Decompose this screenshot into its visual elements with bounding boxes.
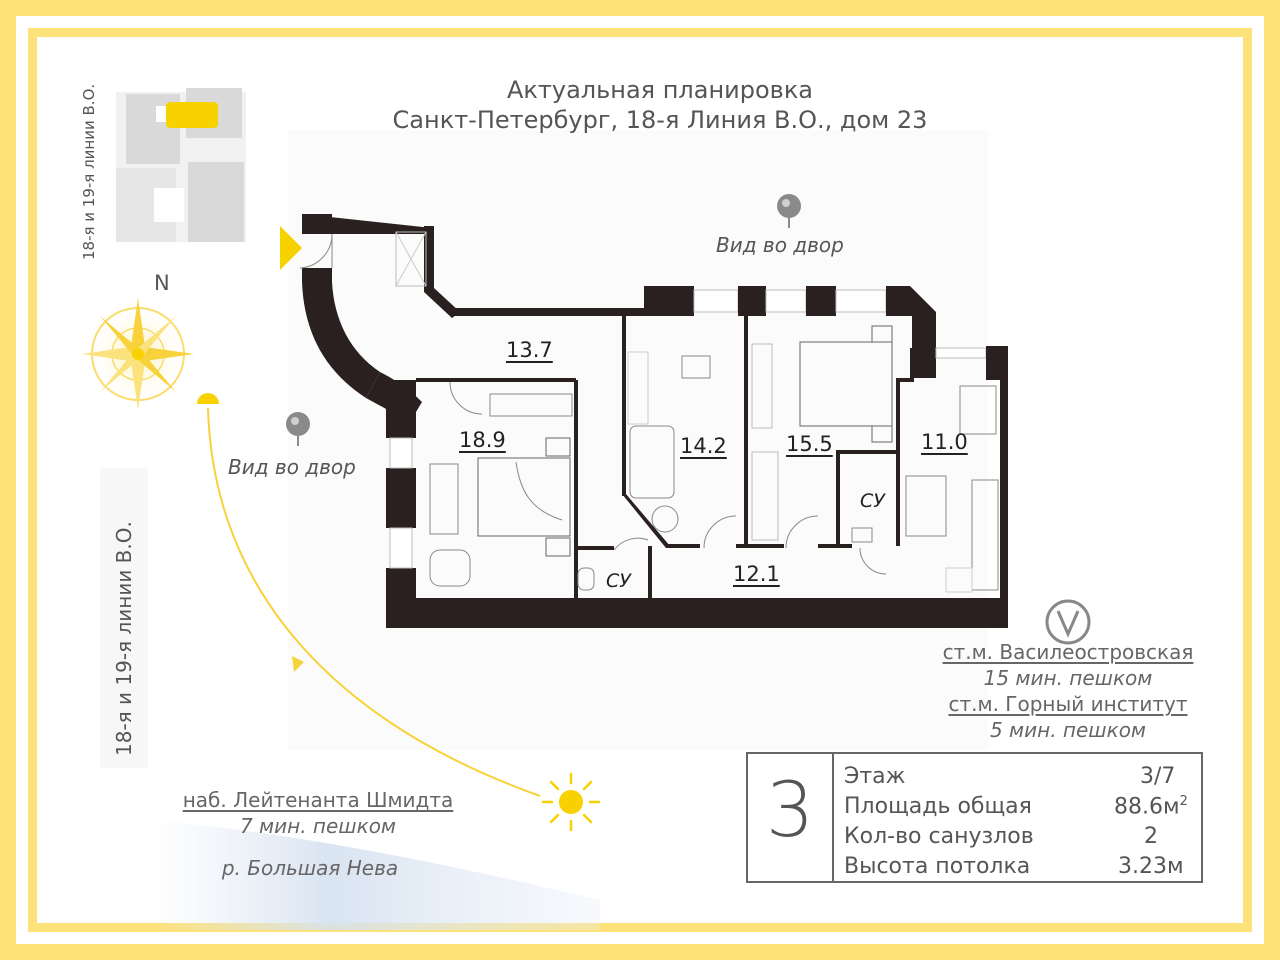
sunrise-icon	[197, 393, 219, 404]
room-area-middle: 14.2	[680, 434, 727, 458]
embankment-name: наб. Лейтенанта Шмидта	[182, 788, 454, 812]
page-subtitle-address: Санкт-Петербург, 18-я Линия В.О., дом 23	[392, 106, 928, 134]
sun-icon	[541, 772, 601, 832]
room-area-hall: 13.7	[506, 338, 553, 362]
info-value-bathrooms: 2	[1144, 824, 1158, 849]
room-area-bedroom-right: 15.5	[786, 432, 833, 456]
info-label-bathrooms: Кол-во санузлов	[844, 824, 1034, 849]
metro-icon	[1045, 599, 1091, 645]
room-area-bedroom-left: 18.9	[459, 428, 506, 452]
info-value-ceiling: 3.23м	[1118, 854, 1184, 879]
page-title: Актуальная планировка	[506, 76, 814, 104]
river-shape	[150, 820, 600, 930]
frame-border	[28, 28, 1252, 932]
info-label-floor: Этаж	[844, 764, 906, 789]
building-minimap	[116, 88, 246, 242]
metro-station-2: ст.м. Горный институт	[948, 692, 1188, 716]
apartment-highlight	[166, 102, 218, 128]
sun-path	[207, 407, 541, 797]
sun-path-arrow	[292, 656, 304, 672]
compass-rose	[82, 298, 194, 410]
bathroom-label-right: СУ	[860, 490, 885, 512]
embankment-time: 7 мин. пешком	[239, 814, 397, 838]
floor-number-large: 3	[765, 765, 815, 854]
street-label-large: 18-я и 19-я линии В.О.	[112, 521, 136, 756]
apartment-info-box: 3 Этаж 3/7 Площадь общая 88.6м2 Кол-во с…	[746, 752, 1203, 883]
info-value-floor: 3/7	[1140, 764, 1176, 789]
street-label-small: 18-я и 19-я линии В.О.	[80, 83, 98, 260]
map-pin-icon	[286, 412, 310, 446]
map-pin-icon	[777, 194, 801, 228]
metro-time-2: 5 мин. пешком	[989, 718, 1147, 742]
apartment-plan	[299, 214, 1008, 628]
info-label-ceiling: Высота потолка	[844, 854, 1031, 879]
info-divider	[832, 754, 834, 881]
room-area-corridor: 12.1	[733, 562, 780, 586]
view-label-left: Вид во двор	[228, 455, 356, 479]
compass-north-label: N	[154, 271, 170, 295]
info-label-area: Площадь общая	[844, 794, 1032, 819]
bathroom-label-left: СУ	[606, 570, 631, 592]
metro-station-1: ст.м. Василеостровская	[942, 640, 1194, 664]
view-label-top: Вид во двор	[716, 233, 844, 257]
info-value-area: 88.6м2	[1114, 794, 1188, 820]
river-label: р. Большая Нева	[221, 856, 399, 880]
room-area-kitchen: 11.0	[921, 430, 968, 454]
street-strip	[100, 468, 148, 768]
entrance-arrow-icon	[280, 226, 302, 270]
metro-time-1: 15 мин. пешком	[983, 666, 1153, 690]
